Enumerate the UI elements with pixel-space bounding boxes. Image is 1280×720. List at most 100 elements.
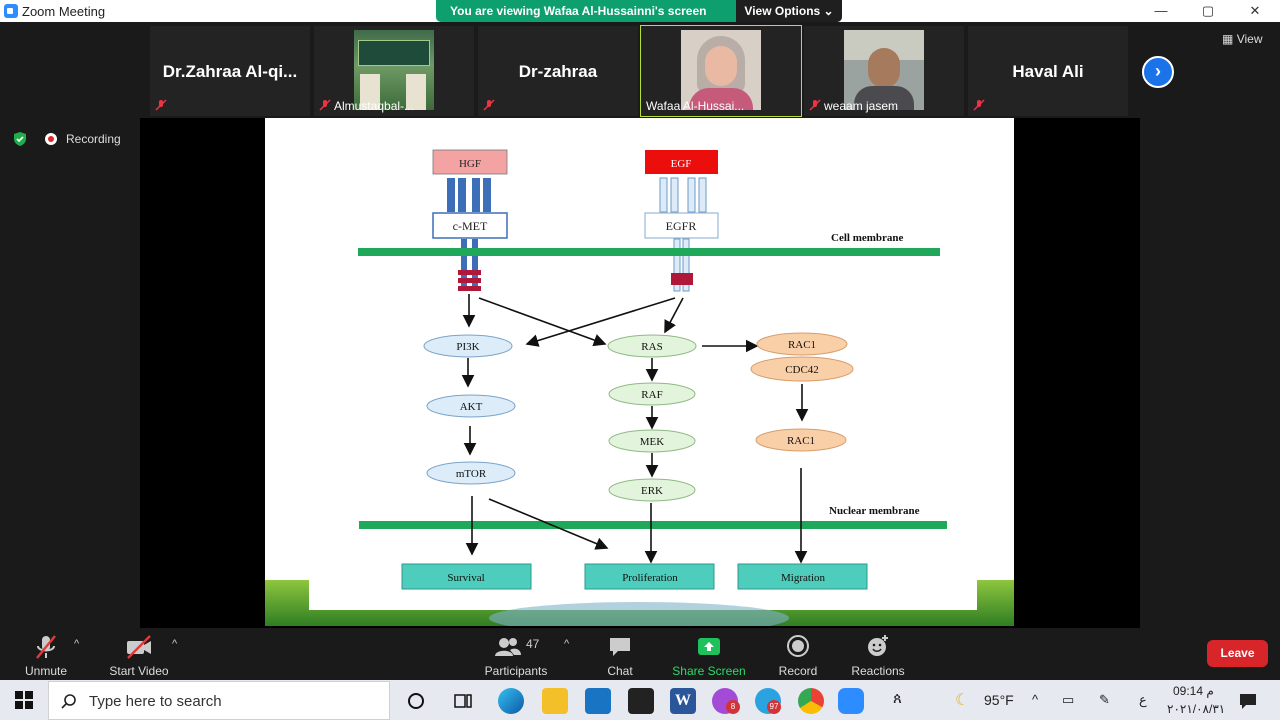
window-title: Zoom Meeting [22, 4, 106, 19]
participant-tile[interactable]: Dr-zahraa [478, 26, 638, 116]
participant-tile-active-speaker[interactable]: Wafaa Al-Hussai... [640, 25, 802, 117]
taskbar-search-box[interactable]: Type here to search [48, 681, 390, 720]
unmute-button[interactable]: Unmute [18, 632, 74, 678]
signaling-pathway-diagram: HGF EGF c-MET EGFR Cell membrane [265, 149, 1014, 626]
view-options-button[interactable]: View Options ⌄ [736, 0, 842, 22]
erk-label: ERK [641, 485, 663, 497]
mek-label: MEK [640, 436, 665, 448]
restore-button[interactable]: ▢ [1201, 3, 1215, 18]
weather-temperature[interactable]: 95°F [984, 692, 1014, 708]
cdc42-label: CDC42 [785, 364, 819, 376]
clock-time[interactable]: 09:14 م [1173, 684, 1214, 698]
muted-mic-icon [973, 99, 985, 111]
zoom-app-icon [4, 4, 18, 18]
participant-tile[interactable]: Dr.Zahraa Al-qi... [150, 26, 310, 116]
windows-start-icon[interactable] [14, 690, 34, 710]
search-placeholder: Type here to search [89, 693, 222, 710]
minimize-button[interactable]: — [1154, 3, 1168, 18]
reactions-label: Reactions [851, 664, 905, 678]
notifications-icon[interactable] [1238, 691, 1258, 711]
participants-options-chevron-icon[interactable]: ^ [564, 638, 570, 650]
cell-membrane-label: Cell membrane [831, 232, 904, 244]
start-video-label: Start Video [109, 664, 169, 678]
viewing-banner: You are viewing Wafaa Al-Hussainni's scr… [436, 0, 842, 22]
participant-video [354, 30, 434, 110]
participants-label: Participants [484, 664, 548, 678]
tray-chevron-icon[interactable]: ^ [1032, 692, 1039, 707]
egf-label: EGF [671, 158, 692, 170]
participant-tile[interactable]: weaam jasem [804, 26, 964, 116]
task-view-icon[interactable] [452, 690, 474, 712]
word-icon[interactable]: W [670, 688, 696, 714]
cortana-icon[interactable] [405, 690, 427, 712]
participant-name: Dr-zahraa [518, 62, 598, 81]
share-screen-button[interactable]: Share Screen [671, 632, 747, 678]
start-video-button[interactable]: Start Video [104, 632, 174, 678]
participant-tile[interactable]: Haval Ali [968, 26, 1128, 116]
raf-label: RAF [641, 389, 662, 401]
participant-name: Wafaa Al-Hussai... [646, 99, 745, 113]
reactions-button[interactable]: Reactions [846, 632, 910, 678]
viewing-banner-text: You are viewing Wafaa Al-Hussainni's scr… [450, 4, 707, 18]
chat-button[interactable]: Chat [598, 632, 642, 678]
reactions-smiley-icon [868, 635, 888, 656]
viber-badge: 8 [726, 700, 740, 714]
telegram-badge: 97 [767, 700, 781, 714]
participant-video [681, 30, 761, 110]
battery-icon[interactable]: ▭ [1062, 692, 1075, 707]
migration-label: Migration [781, 572, 825, 584]
store-icon[interactable] [628, 688, 654, 714]
recording-label: Recording [66, 132, 121, 146]
muted-mic-icon [319, 99, 331, 111]
view-layout-button[interactable]: ▦ View [1222, 32, 1262, 46]
ras-label: RAS [641, 341, 662, 353]
next-page-button[interactable]: › [1142, 56, 1174, 88]
view-label: View [1236, 32, 1263, 46]
muted-mic-icon [809, 99, 821, 111]
egfr-label: EGFR [666, 219, 697, 233]
record-button[interactable]: Record [774, 632, 822, 678]
participants-button[interactable]: 47 Participants [480, 632, 552, 678]
encryption-shield-icon[interactable] [12, 131, 28, 147]
leave-meeting-button[interactable]: Leave [1207, 640, 1268, 667]
pi3k-label: PI3K [456, 341, 479, 353]
participant-tile[interactable]: Almustaqbal-... [314, 26, 474, 116]
participant-name: Almustaqbal-... [334, 99, 415, 113]
participant-name: weaam jasem [824, 99, 899, 113]
participant-video [844, 30, 924, 110]
pen-icon[interactable]: ✎ [1099, 692, 1110, 707]
hgf-label: HGF [459, 158, 481, 170]
chat-icon [610, 638, 630, 656]
participant-name: Haval Ali [1012, 62, 1084, 81]
edge-browser-icon[interactable] [498, 688, 524, 714]
video-options-chevron-icon[interactable]: ^ [172, 638, 178, 650]
share-screen-label: Share Screen [672, 664, 746, 678]
muted-mic-icon [36, 635, 56, 659]
input-language[interactable]: ع [1139, 692, 1147, 707]
meeting-toolbar: Unmute ^ Start Video ^ 47 Participants ^… [0, 628, 1280, 680]
unmute-label: Unmute [24, 664, 68, 678]
participants-count: 47 [526, 637, 540, 651]
chrome-icon[interactable] [798, 688, 824, 714]
audio-options-chevron-icon[interactable]: ^ [74, 638, 80, 650]
video-off-icon [127, 635, 151, 659]
rac1-top-label: RAC1 [788, 339, 816, 351]
recording-icon [45, 133, 57, 145]
survival-label: Survival [447, 572, 484, 584]
participant-name: Dr.Zahraa Al-qi... [162, 62, 298, 81]
mail-icon[interactable] [585, 688, 611, 714]
chat-label: Chat [607, 664, 633, 678]
file-explorer-icon[interactable] [542, 688, 568, 714]
c-met-label: c-MET [453, 219, 488, 233]
moon-weather-icon: ☾ [955, 692, 970, 709]
search-icon [61, 694, 76, 709]
clock-date[interactable]: ٢٠٢١/٠٨/٣١ [1167, 702, 1226, 716]
zoom-taskbar-icon[interactable] [838, 688, 864, 714]
people-icon[interactable]: ጰ [893, 690, 902, 707]
share-screen-icon [698, 638, 720, 655]
close-button[interactable]: ✕ [1249, 3, 1261, 18]
muted-mic-icon [483, 99, 495, 111]
rac1-bottom-label: RAC1 [787, 435, 815, 447]
proliferation-label: Proliferation [622, 572, 678, 584]
akt-label: AKT [460, 401, 483, 413]
